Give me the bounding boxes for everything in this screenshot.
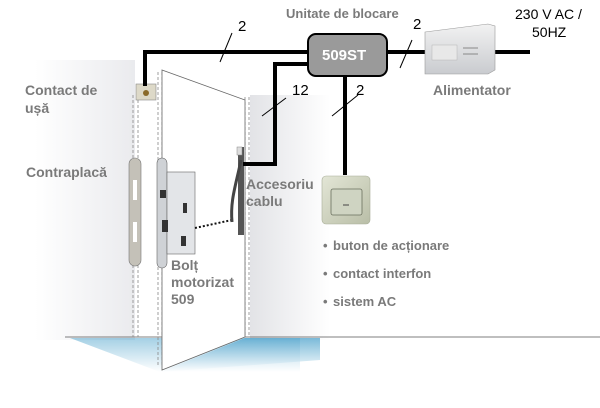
motor-bolt — [156, 157, 196, 269]
wire-door-contact — [143, 50, 308, 86]
switch-function-item: • buton de acționare — [323, 238, 449, 266]
motor-bolt-label-line2: motorizat — [171, 274, 234, 290]
switch-function-text: sistem AC — [333, 294, 397, 309]
door-contact-label-line1: Contact de — [25, 82, 98, 98]
motor-bolt-label-line3: 509 — [171, 291, 195, 307]
locking-unit-label: Unitate de blocare — [286, 6, 399, 21]
wire-count-cable-accessory: 12 — [292, 82, 309, 99]
cable-accessory — [230, 146, 244, 235]
bullet: • — [323, 294, 328, 309]
mains-voltage-label: 230 V AC / — [515, 6, 582, 22]
door-contact-label-line2: ușă — [25, 100, 50, 116]
bullet: • — [323, 238, 328, 253]
cable-accessory-label-line2: cablu — [246, 193, 283, 209]
bullet: • — [323, 266, 328, 281]
wire-count-power: 2 — [413, 16, 422, 33]
strike-plate-label: Contraplacă — [26, 164, 107, 180]
wire-count-door-contact: 2 — [238, 18, 247, 35]
switch-function-text: contact interfon — [333, 266, 432, 281]
wall — [35, 60, 600, 340]
wire-count-switch: 2 — [356, 82, 365, 99]
locking-unit — [307, 33, 388, 77]
motor-bolt-label-line1: Bolț — [171, 257, 199, 273]
power-supply-label: Alimentator — [433, 82, 511, 98]
switch-function-item: • contact interfon — [323, 266, 449, 294]
wires — [143, 50, 530, 175]
cable-accessory-label-line1: Accesoriu — [246, 176, 314, 192]
strike-plate — [128, 157, 142, 267]
switch-plate — [321, 175, 371, 225]
door — [161, 69, 246, 371]
mains-frequency-label: 50HZ — [532, 24, 567, 40]
switch-functions-list: • buton de acționare • contact interfon • s… — [323, 238, 449, 322]
door-contact — [135, 83, 157, 101]
power-supply — [424, 23, 496, 75]
switch-function-text: buton de acționare — [333, 238, 450, 253]
wire-cable-accessory — [243, 62, 308, 166]
wire-count-ticks — [219, 32, 413, 117]
unit-model-label: 509ST — [322, 47, 367, 64]
switch-function-item: • sistem AC — [323, 294, 449, 322]
